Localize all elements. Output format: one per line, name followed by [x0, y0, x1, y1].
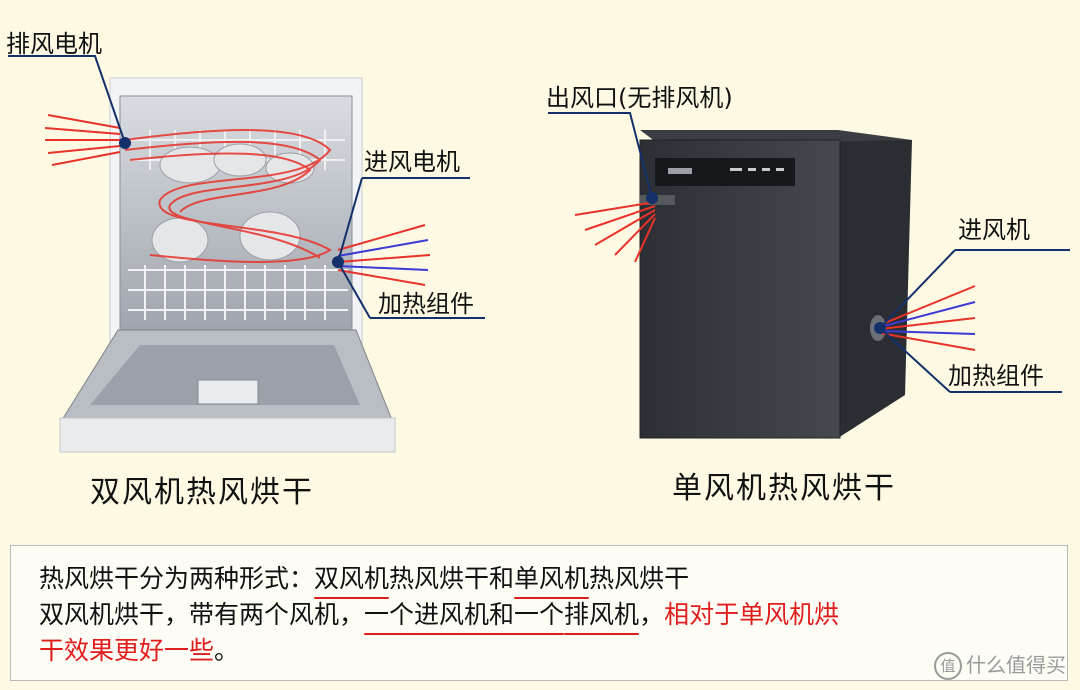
right-callout-lines — [548, 112, 1070, 393]
side-intake-arrows — [879, 285, 976, 351]
line3-highlight: 干效果更好一些 — [39, 636, 215, 665]
left-callout-lines — [8, 55, 485, 319]
label-intake-fan-right: 进风机 — [958, 216, 1030, 244]
watermark: 值什么值得买 — [934, 649, 1066, 680]
line2-intake-pair: 一个进风机和一个 — [364, 600, 565, 629]
term-single-fan: 单风机 — [514, 564, 590, 593]
control-indicators — [730, 168, 784, 171]
description-line-1: 热风烘干分为两种形式：双风机热风烘干和单风机热风烘干 — [39, 566, 689, 591]
intake-air-arrows — [337, 224, 431, 286]
label-intake-fan: 进风电机 — [364, 148, 460, 176]
detergent-box — [197, 379, 259, 405]
label-outlet: 出风口(无排风机) — [546, 84, 733, 112]
door-outer-edge — [59, 417, 396, 453]
diagram-canvas — [8, 55, 1070, 453]
line2-a: 双风机烘干，带有两个风机， — [39, 600, 365, 629]
exhaust-air-arrows — [44, 114, 121, 166]
dishwasher-side — [838, 140, 912, 438]
line2-exhaust-fan: 排风机 — [564, 600, 640, 629]
line1-mid: 热风烘干和 — [389, 564, 515, 593]
line1-suffix: 热风烘干 — [589, 564, 690, 593]
line2-highlight: 相对于单风机烘 — [664, 600, 840, 629]
dishwasher-tub — [119, 95, 353, 337]
line1-prefix: 热风烘干分为两种形式： — [39, 564, 315, 593]
caption-single-fan: 单风机热风烘干 — [672, 471, 896, 506]
outlet-air-arrows — [574, 201, 656, 263]
line2-comma: ， — [639, 600, 665, 629]
label-exhaust-fan: 排风电机 — [6, 30, 102, 58]
watermark-text: 什么值得买 — [966, 652, 1066, 677]
lower-rack — [128, 265, 348, 320]
caption-dual-fan: 双风机热风烘干 — [90, 475, 314, 510]
description-line-3: 干效果更好一些。 — [39, 638, 239, 663]
closed-dishwasher-illustration — [548, 112, 1070, 439]
description-box: 热风烘干分为两种形式：双风机热风烘干和单风机热风烘干 双风机烘干，带有两个风机，… — [10, 545, 1068, 681]
term-dual-fan: 双风机 — [314, 564, 390, 593]
open-dishwasher-illustration — [8, 55, 485, 453]
label-heater-right: 加热组件 — [948, 362, 1044, 390]
label-heater-left: 加热组件 — [378, 290, 474, 318]
line3-end: 。 — [214, 636, 240, 665]
watermark-logo-icon: 值 — [934, 652, 962, 680]
hot-air-flow — [124, 129, 332, 263]
dishwasher-front — [639, 139, 841, 439]
brand-plate — [668, 168, 692, 174]
door-inner-panel — [90, 345, 360, 405]
description-line-2: 双风机烘干，带有两个风机，一个进风机和一个排风机，相对于单风机烘 — [39, 602, 839, 627]
